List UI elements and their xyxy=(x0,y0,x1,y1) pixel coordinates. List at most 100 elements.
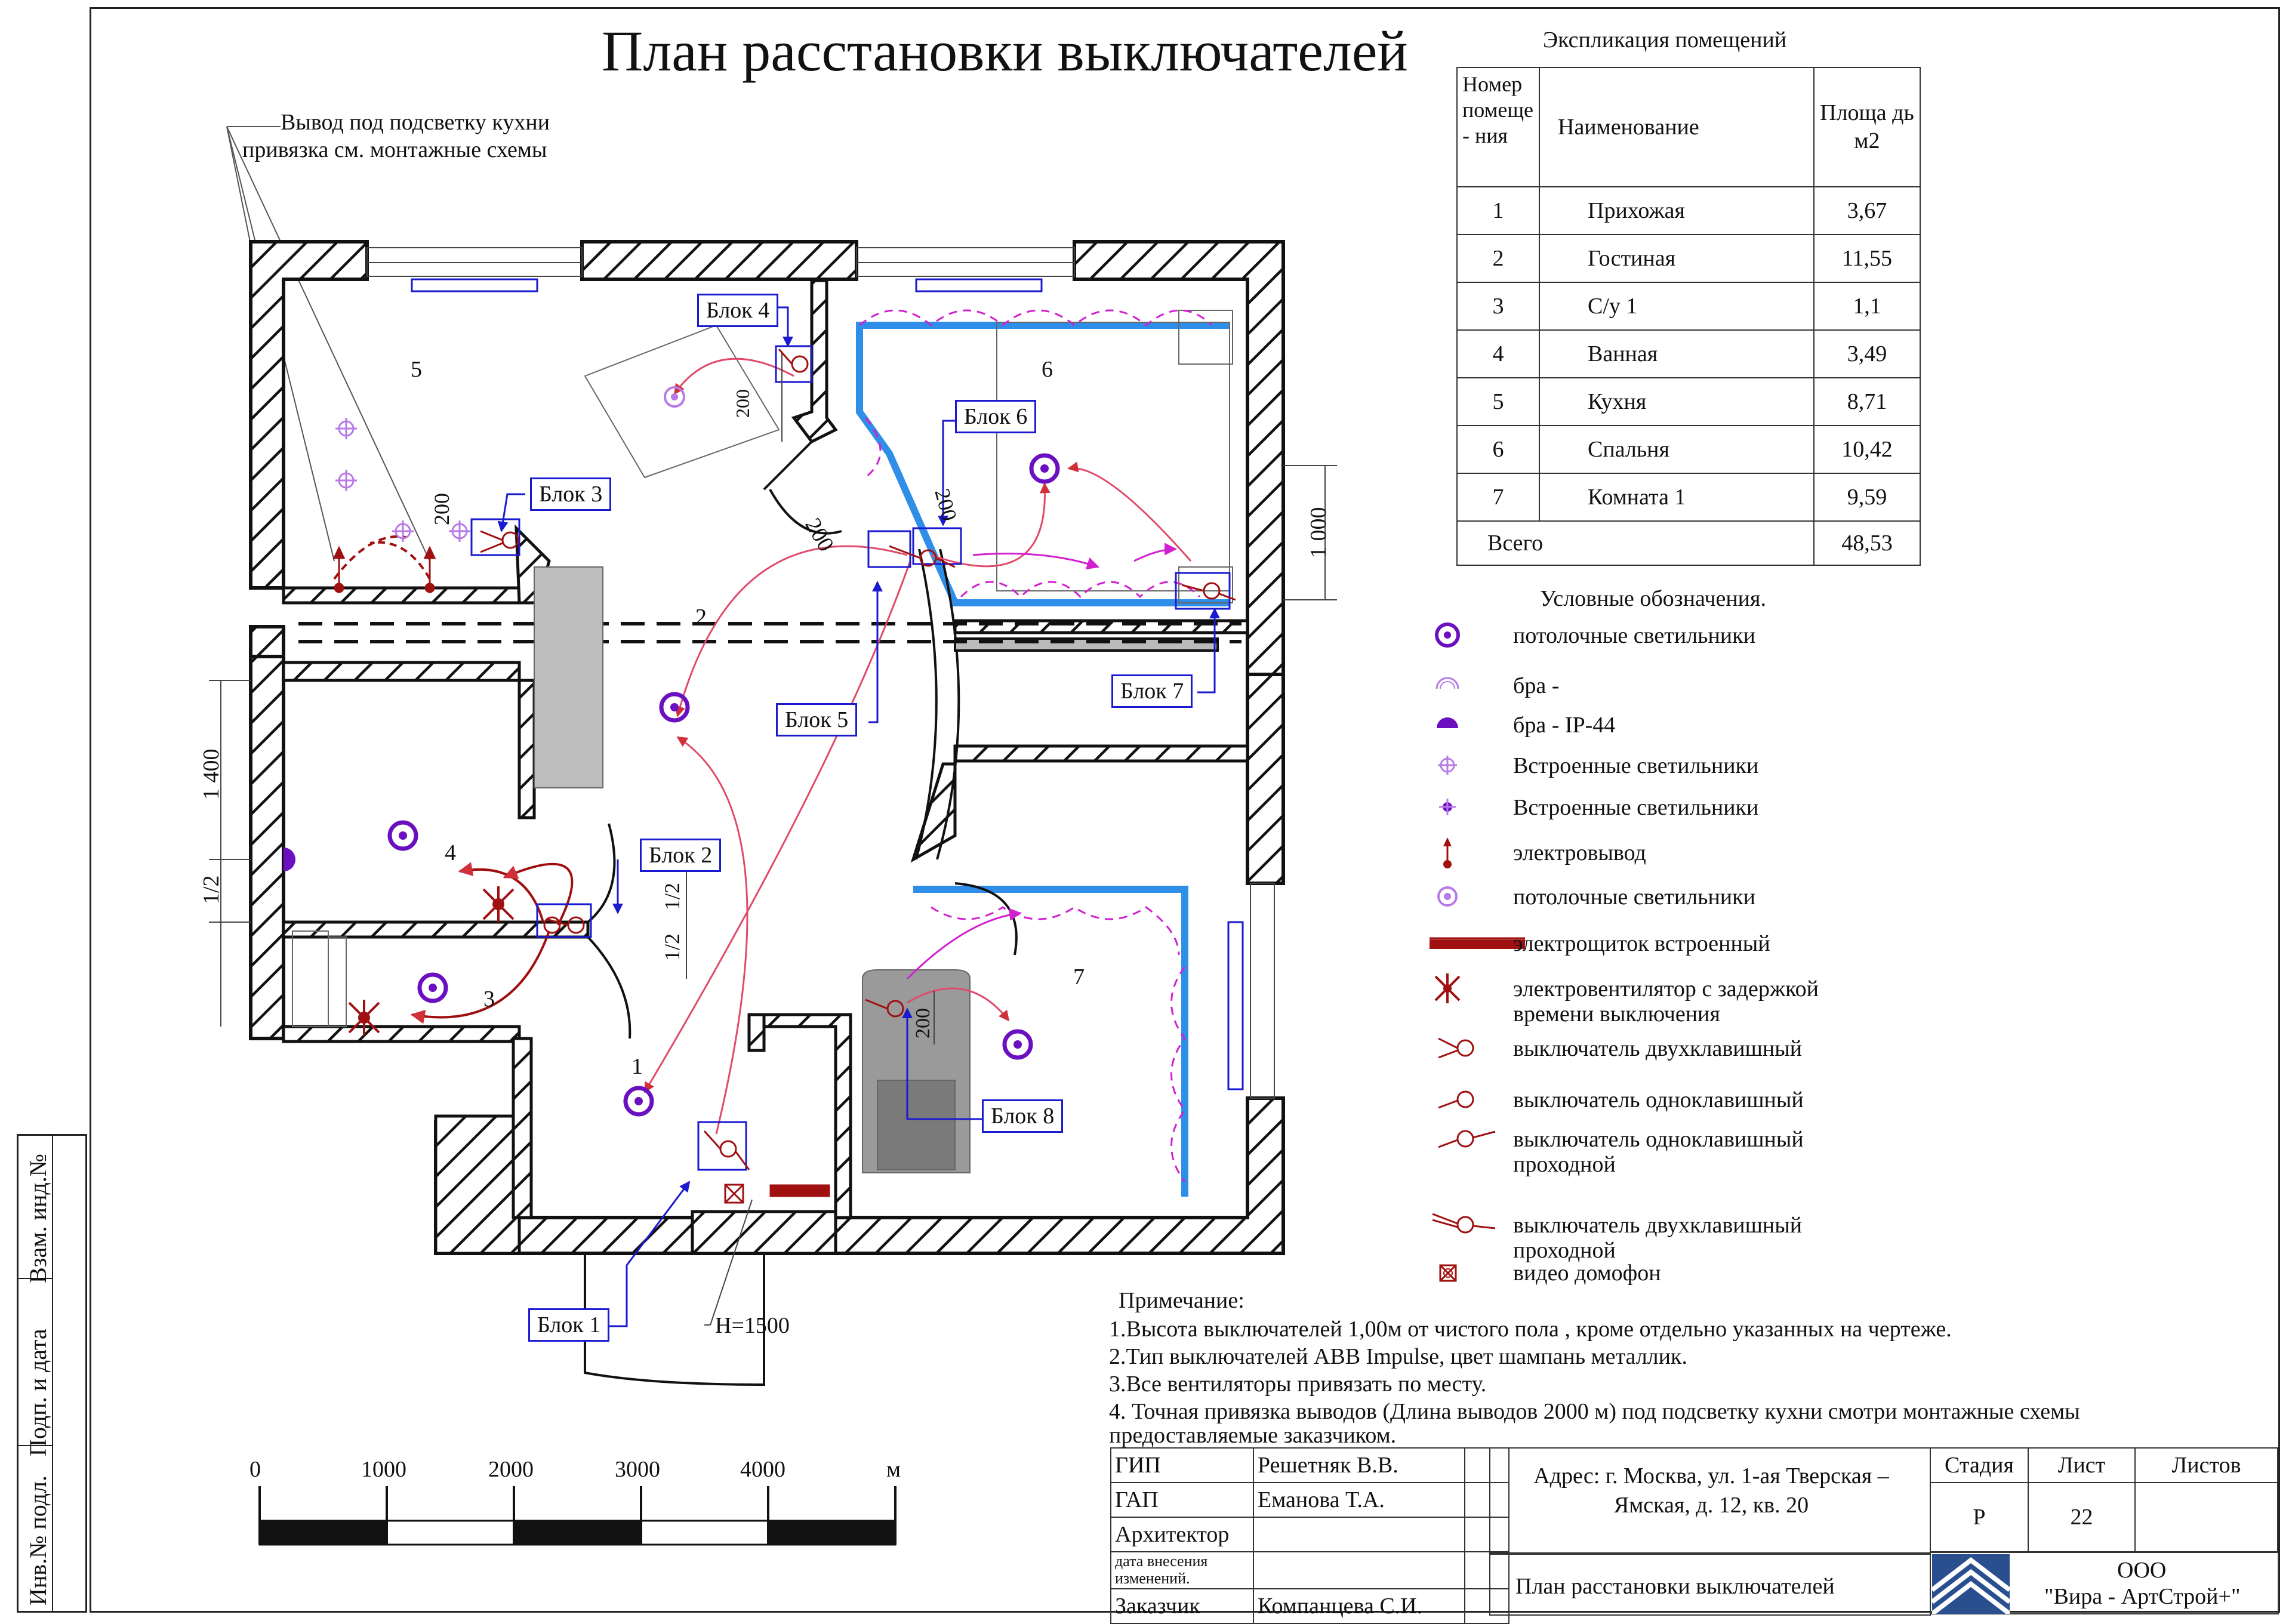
stamp-company-line2: "Вира - АртСтрой+" xyxy=(2044,1584,2241,1609)
block-label-7: Блок 7 xyxy=(1111,674,1193,708)
room-number-1: 1 xyxy=(631,1054,643,1079)
explication-row-name: С/у 1 xyxy=(1539,282,1815,331)
explication-row-number: 7 xyxy=(1456,473,1540,522)
scale-bar-segment xyxy=(386,1520,515,1546)
explication-row-area: 11,55 xyxy=(1813,234,1921,283)
explication-header-name: Наименование xyxy=(1539,67,1815,187)
dimension-lines xyxy=(209,352,1337,1326)
switches xyxy=(480,349,1236,1204)
room-number-4: 4 xyxy=(445,840,456,865)
explication-header-number: Номер помеще - ния xyxy=(1456,67,1540,187)
legend-item-label-line2: времени выключения xyxy=(1513,1001,1720,1027)
explication-row-number: 1 xyxy=(1456,186,1540,235)
legend-item-label: электровентилятор с задержкой xyxy=(1513,976,1819,1001)
notes-title: Примечание: xyxy=(1119,1288,1244,1313)
stamp-gip-name: Решетняк В.В. xyxy=(1253,1447,1465,1483)
explication-row-area: 9,59 xyxy=(1813,473,1921,522)
block-leaders xyxy=(470,306,1231,1327)
furniture xyxy=(292,310,1233,1173)
legend-item xyxy=(1430,970,1531,1009)
scale-bar-label: 2000 xyxy=(488,1457,534,1482)
scale-bar-segment xyxy=(767,1520,897,1546)
legend-item xyxy=(1430,1030,1531,1068)
ceiling-light-icon xyxy=(387,820,418,851)
stamp-stage-value: Р xyxy=(1930,1482,2029,1552)
explication-row-name: Ванная xyxy=(1539,329,1815,378)
room-number-2: 2 xyxy=(695,605,707,630)
single-pass-switch-icon xyxy=(1181,582,1236,601)
intercom-icon xyxy=(724,1184,744,1204)
stamp-sheet-title: План расстановки выключателей xyxy=(1515,1574,1835,1599)
stamp-address: Адрес: г. Москва, ул. 1-ая Тверская – Ям… xyxy=(1533,1463,1889,1518)
dim-200-kitchen: 200 xyxy=(430,493,454,525)
sconce-ip44-icon xyxy=(284,848,295,871)
scale-bar-label: 4000 xyxy=(740,1457,785,1482)
note-line: 1.Высота выключателей 1,00м от чистого п… xyxy=(1109,1317,1952,1342)
backlight-wiring xyxy=(859,309,1213,1182)
note-line: 4. Точная привязка выводов (Длина выводо… xyxy=(1109,1399,2080,1424)
fan-icon xyxy=(482,886,515,922)
stamp-stage-label: Стадия xyxy=(1930,1447,2029,1483)
double-switch-icon xyxy=(480,530,519,553)
sconce-ip44-icon xyxy=(1437,717,1458,728)
explication-row-area: 8,71 xyxy=(1813,377,1921,426)
dim-1400: 1 400 xyxy=(199,748,224,800)
fan-icon xyxy=(1434,973,1461,1003)
dim-200-block4: 200 xyxy=(732,389,753,418)
stamp-gap-name: Еманова Т.А. xyxy=(1253,1482,1465,1518)
side-stamp-cell-1 xyxy=(19,1136,52,1279)
scale-bar-label: 1000 xyxy=(361,1457,406,1482)
side-stamp-label-column xyxy=(19,1136,53,1611)
block-label-1: Блок 1 xyxy=(528,1308,610,1342)
explication-row-name: Прихожая xyxy=(1539,186,1815,235)
single-pass-switch-icon xyxy=(703,1130,750,1170)
explication-row-area: 3,67 xyxy=(1813,186,1921,235)
single-switch-icon xyxy=(778,349,809,373)
explication-row-number: 4 xyxy=(1456,329,1540,378)
legend-item xyxy=(1430,707,1531,745)
legend-item-label-line2: проходной xyxy=(1513,1238,1616,1263)
explication-row-name: Спальня xyxy=(1539,425,1815,474)
stamp-architect-label: Архитектор xyxy=(1110,1517,1254,1552)
company-logo-icon xyxy=(1932,1554,2010,1614)
stamp-sheet-value: 22 xyxy=(2028,1482,2136,1552)
legend-item xyxy=(1430,789,1531,827)
legend-item-label: выключатель двухклавишный xyxy=(1513,1213,1803,1238)
block-label-2: Блок 2 xyxy=(640,839,722,872)
block-label-6: Блок 6 xyxy=(955,400,1037,433)
sconce-icon xyxy=(1435,677,1459,689)
fans xyxy=(348,886,515,1036)
explication-row-area: 10,42 xyxy=(1813,425,1921,474)
stamp-customer-label: Заказчик xyxy=(1110,1588,1254,1624)
legend-title: Условные обозначения. xyxy=(1540,586,1766,611)
entrance-walls xyxy=(434,1037,837,1255)
panel-icon xyxy=(1430,937,1525,949)
legend-item-label: выключатель двухклавишный xyxy=(1513,1036,1803,1061)
ceiling-light-icon xyxy=(623,1086,654,1117)
legend-item-label: выключатель одноклавишный xyxy=(1513,1127,1804,1152)
explication-row-name: Гостиная xyxy=(1539,234,1815,283)
radiators xyxy=(411,278,1244,1090)
room-number-6: 6 xyxy=(1042,357,1053,382)
stamp-address-box: Адрес: г. Москва, ул. 1-ая Тверская – Ям… xyxy=(1489,1447,1931,1554)
recessed-light-icon xyxy=(335,470,357,491)
dim-1000: 1 000 xyxy=(1306,507,1331,559)
legend-item xyxy=(1430,1081,1531,1120)
stamp-gap-label: ГАП xyxy=(1110,1482,1254,1518)
double-pass-switch-icon xyxy=(889,545,956,568)
scale-bar-label: 0 xyxy=(249,1457,261,1482)
block-label-5: Блок 5 xyxy=(776,703,858,736)
legend-item xyxy=(1430,1121,1531,1159)
kitchen-note-line2: привязка см. монтажные схемы xyxy=(242,137,547,162)
explication-header-area: Площа дь м2 xyxy=(1813,67,1921,187)
recessed-light-icon xyxy=(335,418,357,439)
ceiling-light-light-icon xyxy=(1437,886,1458,907)
single-pass-switch-icon xyxy=(1438,1130,1496,1148)
double-switch-icon xyxy=(1438,1037,1474,1059)
legend-item xyxy=(1430,879,1531,917)
